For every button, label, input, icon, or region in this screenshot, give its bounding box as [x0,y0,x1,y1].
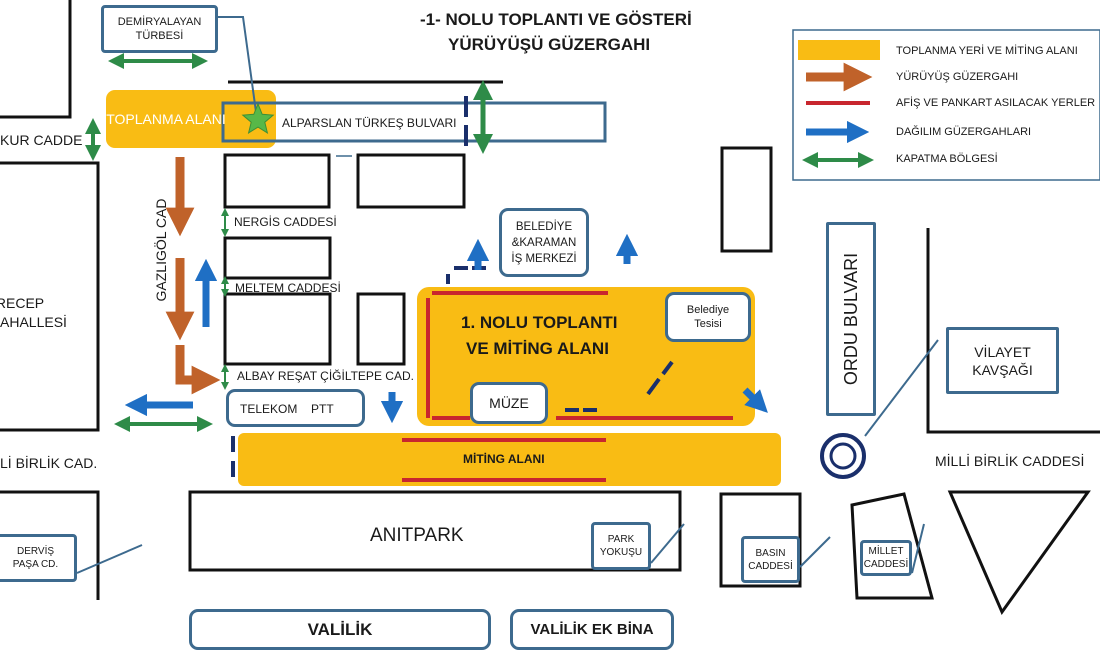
street-lines [0,0,1100,600]
label-milli-birlik-left: Lİ BİRLİK CAD. [0,455,98,471]
street-left-top [0,0,72,119]
map-title-line2: YÜRÜYÜŞÜ GÜZERGAHI [448,35,651,54]
leader-lines [76,16,939,574]
label-basin-caddesi: BASIN CADDESİ [741,536,800,583]
label-muze: MÜZE [470,382,548,424]
banner-lines [402,101,870,482]
label-meltem: MELTEM CADDESİ [235,281,341,295]
label-belediye-tesisi: Belediye Tesisi [665,292,751,342]
basin-text-2: CADDESİ [748,560,793,572]
label-anitpark: ANITPARK [370,525,464,546]
demiryalayan-text: DEMİRYALAYAN TÜRBESİ [117,16,202,42]
tesis-text-2: Tesisi [694,318,722,330]
star-icon [241,102,275,134]
block-b [223,236,332,280]
dispersal-arrows [124,120,870,424]
label-vilayet-kavsagi: VİLAYET KAVŞAĞI [946,327,1059,394]
belediye-is-text-1: BELEDİYE [515,220,573,233]
label-albay: ALBAY REŞAT ÇİĞİLTEPE CAD. [237,369,414,383]
label-millet-caddesi: MİLLET CADDESİ [860,540,912,576]
toplanma-text: TOPLANMA ALANI [106,111,226,127]
label-telekom-ptt: TELEKOM PTT [226,389,365,427]
label-valilik-ek-bina: VALİLİK EK BİNA [510,609,674,650]
telekom-text: TELEKOM [240,402,298,416]
label-toplanma: TOPLANMA ALANI [106,96,226,142]
street-left-mid [0,161,100,432]
closure-arrows [85,53,874,432]
label-ordu-bulvari: ORDU BULVARI [826,222,876,416]
anitpark-block [188,490,682,572]
bulvar-outline [221,101,607,143]
park-text-2: YOKUŞU [599,547,643,558]
label-dervis-pasa: DERVİŞ PAŞA CD. [0,534,77,582]
label-gazligol: GAZLIGÖL CAD [153,198,169,302]
dervis-text-2: PAŞA CD. [12,559,59,570]
millet-text-2: CADDESİ [863,559,909,570]
ordu-text: ORDU BULVARI [841,252,861,386]
label-miting-alani: MİTİNG ALANI [463,452,545,466]
muze-text: MÜZE [489,395,529,411]
label-bulvar: ALPARSLAN TÜRKEŞ BULVARI [282,116,457,130]
vilayet-text-2: KAVŞAĞI [972,361,1033,378]
barriers [231,96,674,477]
miting-strip-fill [238,433,781,486]
valilik-ek-text: VALİLİK EK BİNA [530,621,654,638]
roundabout-inner [829,442,857,470]
label-nergis: NERGİS CADDESİ [234,215,337,229]
block-c1 [223,292,332,366]
millet-text-1: MİLLET [868,546,904,557]
legend-label-banner: AFİŞ VE PANKART ASILACAK YERLER [896,97,1096,109]
label-mahalle: AHALLESİ [0,314,67,330]
tesis-text-1: Belediye [686,304,730,316]
march-arrow-3 [175,345,221,395]
street-right-a [926,228,1100,434]
belediye-is-text-3: İŞ MERKEZİ [511,252,577,265]
legend-frame [792,29,1100,181]
block-c2 [356,292,406,366]
block-triangle [947,490,1091,616]
belediye-is-text-2: &KARAMAN [511,236,577,249]
label-kur-cadde: KUR CADDE [0,132,83,148]
block-a1 [223,153,331,209]
block-a2 [356,153,466,209]
label-recep: İRECEP [0,295,45,311]
dispersal-6 [742,387,768,413]
label-milli-birlik-right: MİLLİ BİRLİK CADDESİ [935,453,1085,469]
building-blocks [223,146,1091,616]
basin-text-1: BASIN [755,547,786,559]
label-park-yokusu: PARK YOKUŞU [591,522,651,570]
roundabout-outer [820,433,866,479]
legend-label-march: YÜRÜYÜŞ GÜZERGAHI [896,71,1019,83]
ptt-text: PTT [311,402,334,416]
vilayet-text-1: VİLAYET [974,343,1031,360]
label-valilik: VALİLİK [189,609,491,650]
label-belediye-is-merkezi: BELEDİYE &KARAMAN İŞ MERKEZİ [499,208,589,277]
park-text-1: PARK [607,534,635,545]
block-right-tall [720,146,773,253]
legend-label-assembly: TOPLANMA YERİ VE MİTİNG ALANI [896,45,1078,57]
label-meeting-area-1: 1. NOLU TOPLANTI [461,313,618,332]
legend-orange-swatch [798,40,880,60]
dervis-text-1: DERVİŞ [16,546,55,557]
map-title-line1: -1- NOLU TOPLANTI VE GÖSTERİ [420,10,692,29]
legend-label-closure: KAPATMA BÖLGESİ [896,153,998,165]
label-demiryalayan: DEMİRYALAYAN TÜRBESİ [101,5,218,53]
march-arrows [165,62,873,395]
legend-label-dispersal: DAĞILIM GÜZERGAHLARI [896,126,1032,138]
valilik-text: VALİLİK [307,619,373,639]
label-meeting-area-2: VE MİTİNG ALANI [466,339,609,358]
